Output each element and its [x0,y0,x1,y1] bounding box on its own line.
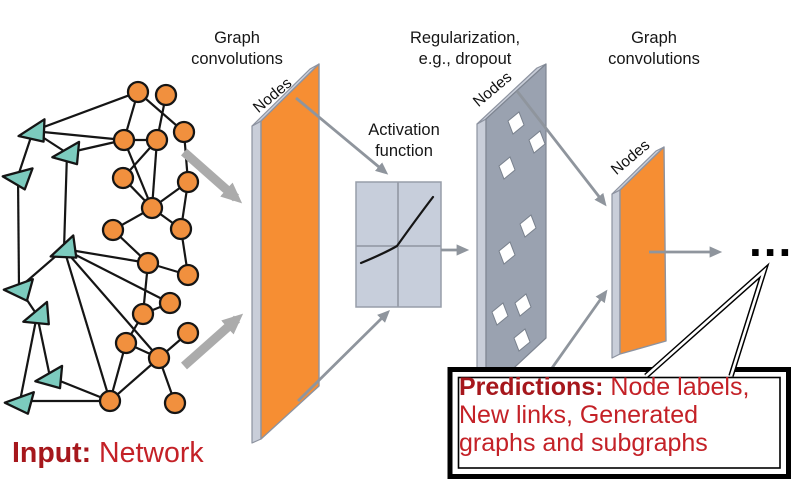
graph-circle-node [136,251,160,275]
predictions-bubble [447,262,791,479]
graph-edge [63,247,149,265]
layer2-to-layer3-arrow-top [515,90,607,207]
graph-triangle-node [34,364,64,390]
dropout-hole [491,302,509,326]
graph-circle-node [163,391,187,415]
dropout-hole [528,130,546,154]
graph-edge [18,314,39,402]
activation-function-box [355,181,442,308]
label-graph-convolutions-1: Graph convolutions [191,29,283,68]
output-ellipsis: ... [749,214,794,266]
graph-edge [62,152,69,250]
conv-layer-1-side [251,120,262,444]
graph-edge [32,129,125,142]
dropout-hole [519,214,537,238]
graph-circle-node [145,128,169,152]
predictions-line-2: New links, Generated [459,401,699,429]
graph-circle-node [169,217,193,241]
graph-triangle-node [22,300,50,326]
graph-triangle-node [3,391,35,415]
graph-circle-node [158,291,182,315]
thick-arrow-top [181,148,243,204]
graph-triangle-node [49,234,78,259]
dropout-hole [513,328,531,352]
graph-triangle-node [2,278,34,302]
graph-circle-node [154,83,178,107]
conv-layer-2-side [611,189,621,359]
conv-layer-1-face [260,63,320,440]
graph-edge [16,175,21,289]
graph-circle-node [172,120,196,144]
graph-circle-node [114,331,138,355]
graph-edge [35,314,52,378]
thick-arrow-bottom [181,313,244,370]
graph-edge [63,248,171,304]
conv-layer-2 [611,146,667,359]
graph-circle-node [131,302,155,326]
graph-circle-node [147,346,171,370]
label-graph-convolutions-2: Graph convolutions [608,29,700,68]
graph-circle-node [101,218,125,242]
activation-curve [359,195,435,265]
graph-circle-node [112,128,136,152]
input-caption-rest: Network [91,437,204,469]
dropout-layer [476,63,547,399]
predictions-bubble-box [447,367,791,479]
label-regularization-dropout: Regularization, e.g., dropout [409,29,521,68]
dropout-hole [498,241,516,265]
graph-circle-node [111,166,135,190]
predictions-line1-bold: Predictions: [459,373,604,401]
graph-circle-node [140,196,164,220]
predictions-line1-rest: Node labels, [603,373,750,401]
input-graph-nodes [1,80,200,415]
graph-edge [150,139,159,209]
predictions-line-1: Predictions: Node labels, [459,373,749,401]
graph-circle-node [176,263,200,287]
conv-layer-1 [251,63,320,444]
graph-edge [122,139,154,209]
graph-edge [62,248,112,402]
predictions-bubble-tail-gap [645,266,767,377]
predictions-line-3: graphs and subgraphs [459,429,708,457]
graph-edge [32,90,139,133]
dropout-hole [507,111,525,135]
graph-circle-node [176,321,200,345]
graph-triangle-node [51,140,81,166]
dropout-hole [498,156,516,180]
conv-layer-2-face [619,146,667,355]
predictions-text: Predictions: Node labels, New links, Gen… [459,373,749,457]
input-caption-bold: Input: [12,437,92,469]
graph-triangle-node [1,167,34,191]
input-caption: Input: Network [12,437,204,469]
layer1-to-activation-arrow-top [295,96,389,175]
graph-circle-node [98,389,122,413]
graph-circle-node [126,80,150,104]
graph-triangle-node [17,118,46,143]
graph-edge [63,248,160,359]
dropout-holes [491,111,546,352]
graph-circle-node [176,170,200,194]
predictions-bubble-inner-line [457,376,781,469]
layer1-to-activation-arrow-bottom [297,310,390,402]
dropout-hole [514,293,532,317]
input-to-layer1-arrows [181,148,244,370]
label-activation-function: Activation function [368,121,440,160]
